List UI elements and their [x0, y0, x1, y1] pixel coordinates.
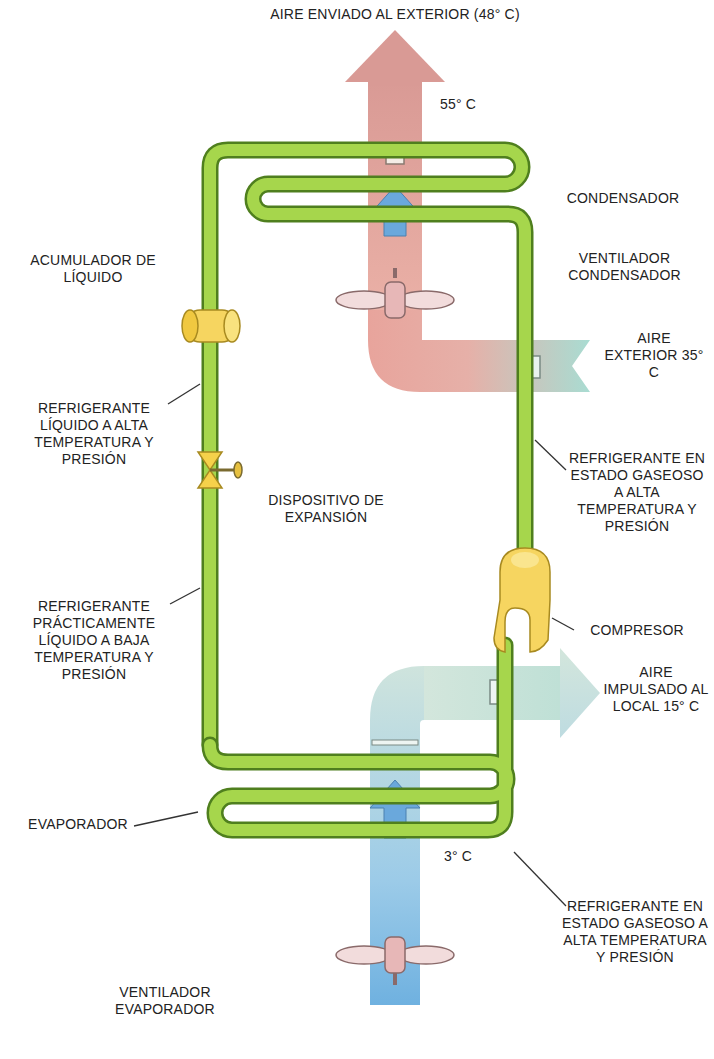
condenser-fan	[398, 291, 454, 309]
expansion-valve	[198, 452, 222, 470]
supply-air-duct	[424, 666, 560, 720]
pipe-state-label: REFRIGERANTE EN ESTADO GASEOSO A ALTA TE…	[560, 898, 710, 966]
exhaust-air-duct	[345, 30, 445, 82]
supply-air-duct	[372, 740, 418, 745]
evaporator-fan	[336, 937, 454, 985]
part-label: VENTILADOR EVAPORADOR	[90, 984, 240, 1018]
leader-line	[552, 618, 574, 630]
part-label: ACUMULADOR DE LÍQUIDO	[18, 252, 168, 286]
air-inlet-label: AIRE EXTERIOR 35° C	[600, 330, 708, 381]
condenser-fan	[336, 291, 392, 309]
evaporator-fan	[398, 946, 454, 964]
condenser-fan	[393, 268, 397, 278]
refrigerant-pipe	[210, 150, 525, 745]
exhaust-air-duct	[368, 82, 422, 86]
expansion-valve	[198, 452, 242, 488]
liquid-accumulator	[182, 310, 240, 342]
leader-line	[170, 588, 200, 604]
temperature-label: 55° C	[428, 96, 488, 113]
condenser-fan	[385, 282, 405, 318]
part-label: EVAPORADOR	[20, 816, 136, 833]
part-label: DISPOSITIVO DE EXPANSIÓN	[246, 492, 406, 526]
air-supply-label: AIRE IMPULSADO AL LOCAL 15° C	[602, 664, 710, 715]
part-label: VENTILADOR CONDENSADOR	[542, 250, 707, 284]
expansion-valve	[210, 469, 234, 472]
liquid-accumulator	[224, 310, 240, 342]
compressor	[494, 548, 550, 652]
liquid-accumulator	[182, 310, 198, 342]
condenser-fan	[336, 268, 454, 318]
exhaust-air-duct	[368, 80, 590, 392]
airflow-arrow	[370, 186, 420, 838]
part-label: CONDENSADOR	[548, 190, 698, 207]
evaporator-fan	[336, 946, 392, 964]
refrigerant-pipe	[210, 645, 507, 830]
leader-line	[168, 384, 200, 404]
temperature-label: 3° C	[428, 848, 488, 865]
leader-line	[514, 852, 566, 906]
expansion-valve	[234, 462, 242, 478]
part-label: COMPRESOR	[572, 622, 702, 639]
compressor	[494, 548, 550, 652]
leader-line	[535, 440, 566, 470]
refrigerant-pipe	[210, 645, 507, 830]
pipe-state-label: REFRIGERANTE PRÁCTICAMENTE LÍQUIDO A BAJ…	[14, 598, 174, 683]
leader-line	[134, 812, 198, 826]
air-exhaust-label: AIRE ENVIADO AL EXTERIOR (48° C)	[230, 6, 560, 23]
refrigerant-pipe	[210, 150, 525, 830]
pipe-state-label: REFRIGERANTE LÍQUIDO A ALTA TEMPERATURA …	[14, 400, 174, 468]
compressor	[511, 552, 539, 568]
expansion-valve	[198, 470, 222, 488]
refrigerant-pipe	[210, 150, 525, 745]
evaporator-fan	[393, 973, 397, 985]
pipe-state-label: REFRIGERANTE EN ESTADO GASEOSO A ALTA TE…	[566, 450, 708, 535]
exhaust-air-duct	[368, 80, 422, 310]
evaporator-fan	[385, 937, 405, 973]
leader-line	[134, 384, 574, 906]
